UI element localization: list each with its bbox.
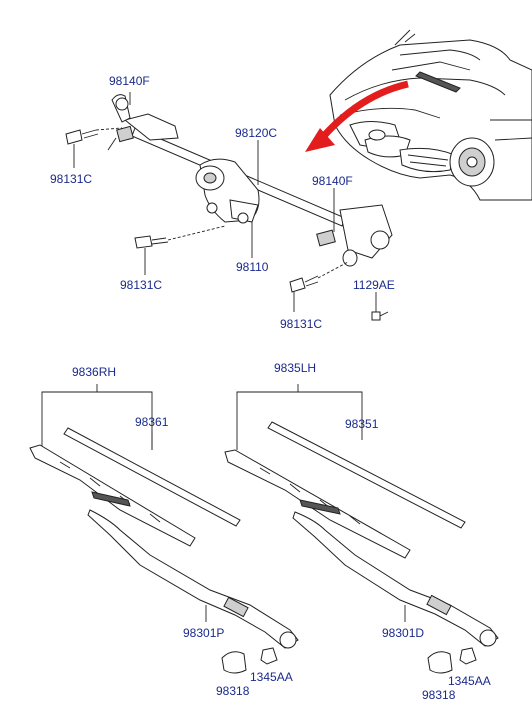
- label-1345AA-left: 1345AA: [250, 670, 293, 684]
- label-98301P: 98301P: [183, 626, 225, 640]
- label-98110: 98110: [236, 260, 269, 274]
- label-1129AE: 1129AE: [353, 278, 395, 292]
- label-98318-left: 98318: [216, 684, 250, 698]
- label-98131C-bottom: 98131C: [280, 317, 323, 331]
- label-98361: 98361: [135, 415, 169, 429]
- car-front-view-icon: [329, 29, 532, 201]
- label-98318-right: 98318: [422, 688, 456, 702]
- label-98131C-mid: 98131C: [120, 278, 163, 292]
- label-98131C-left: 98131C: [50, 172, 93, 186]
- label-98301D: 98301D: [382, 626, 425, 640]
- wiper-linkage: [65, 94, 393, 321]
- wiper-lh-group: [224, 384, 499, 674]
- label-9836RH: 9836RH: [72, 365, 117, 379]
- label-98140F-right: 98140F: [312, 174, 353, 188]
- label-98120C: 98120C: [235, 126, 278, 140]
- label-1345AA-right: 1345AA: [448, 674, 491, 688]
- wiper-rh-group: [29, 384, 299, 674]
- red-curved-arrow-icon: [305, 80, 409, 152]
- label-9835LH: 9835LH: [274, 361, 317, 375]
- label-98140F-top: 98140F: [109, 74, 150, 88]
- label-98351: 98351: [345, 417, 379, 431]
